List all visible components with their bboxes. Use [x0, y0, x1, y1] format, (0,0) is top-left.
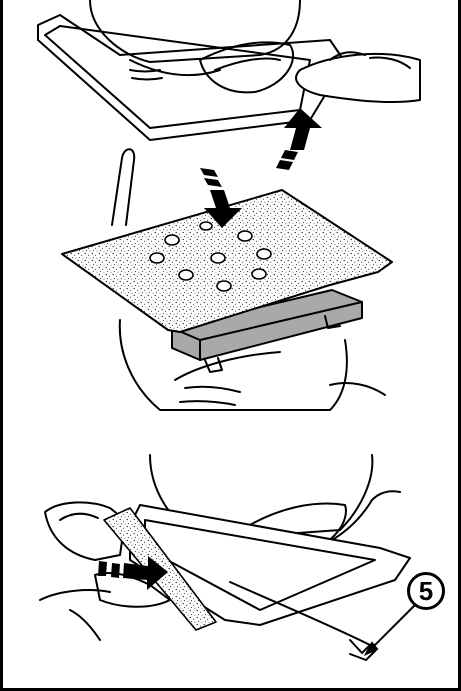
step-3-illustration — [40, 455, 410, 660]
part-callout-number: 5 — [407, 572, 445, 610]
callout-leader-line — [366, 605, 415, 654]
callout-number-label: 5 — [419, 576, 433, 607]
step-1-illustration — [38, 0, 420, 140]
